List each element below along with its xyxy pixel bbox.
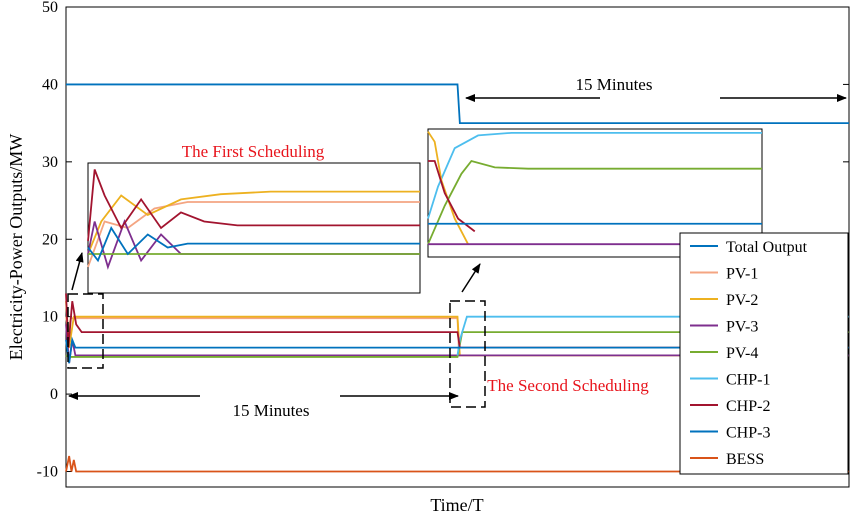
y-tick-label: 30 bbox=[42, 154, 58, 171]
y-tick-label: 20 bbox=[42, 231, 58, 248]
y-axis-label: Electricity-Power Outputs/MW bbox=[6, 134, 26, 360]
legend-label-pv-1: PV-1 bbox=[726, 266, 758, 283]
first-zoom-box bbox=[67, 293, 104, 369]
series-line-chp-2 bbox=[65, 293, 849, 349]
legend-label-pv-3: PV-3 bbox=[726, 319, 758, 336]
second-zoom-arrow bbox=[461, 263, 481, 293]
first-scheduling-zoom-line-pv-1 bbox=[87, 201, 420, 268]
legend-label-pv-2: PV-2 bbox=[726, 292, 758, 309]
y-tick-label: 40 bbox=[42, 76, 58, 93]
series-line-total-output bbox=[66, 83, 849, 125]
legend-label-chp-1: CHP-1 bbox=[726, 372, 770, 389]
legend: Total OutputPV-1PV-2PV-3PV-4CHP-1CHP-2CH… bbox=[679, 232, 849, 475]
y-tick-label: 0 bbox=[50, 386, 58, 403]
legend-label-total-output: Total Output bbox=[726, 239, 808, 256]
first-scheduling-zoom-line-chp-3 bbox=[87, 226, 420, 263]
first-scheduling-inset bbox=[87, 162, 421, 294]
span-top-label: 15 Minutes bbox=[576, 75, 653, 94]
first-zoom-arrow bbox=[71, 252, 84, 291]
x-axis-label: Time/T bbox=[430, 495, 483, 515]
y-tick-label: 50 bbox=[42, 0, 58, 16]
legend-label-chp-3: CHP-3 bbox=[726, 425, 770, 442]
y-ticks: -10 0 10 20 30 40 50 bbox=[37, 0, 849, 481]
first-scheduling-zoom-line-pv-3 bbox=[87, 219, 420, 270]
first-scheduling-label: The First Scheduling bbox=[182, 142, 325, 161]
second-zoom-box bbox=[449, 300, 486, 408]
y-tick-label: 10 bbox=[42, 309, 58, 326]
second-scheduling-label: The Second Scheduling bbox=[487, 376, 649, 395]
series-line-bess bbox=[65, 455, 849, 473]
legend-label-pv-4: PV-4 bbox=[726, 345, 758, 362]
y-tick-label: -10 bbox=[37, 464, 58, 481]
first-scheduling-zoom-line-pv-2 bbox=[87, 190, 420, 255]
legend-label-bess: BESS bbox=[726, 451, 764, 468]
span-bottom-label: 15 Minutes bbox=[233, 401, 310, 420]
main-series bbox=[65, 83, 849, 473]
first-scheduling-zoom-line-chp-2 bbox=[87, 169, 420, 242]
second-scheduling-zoom-line-chp-1 bbox=[427, 131, 762, 219]
second-scheduling-zoom-line-pv-4 bbox=[427, 159, 762, 245]
legend-label-chp-2: CHP-2 bbox=[726, 398, 770, 415]
